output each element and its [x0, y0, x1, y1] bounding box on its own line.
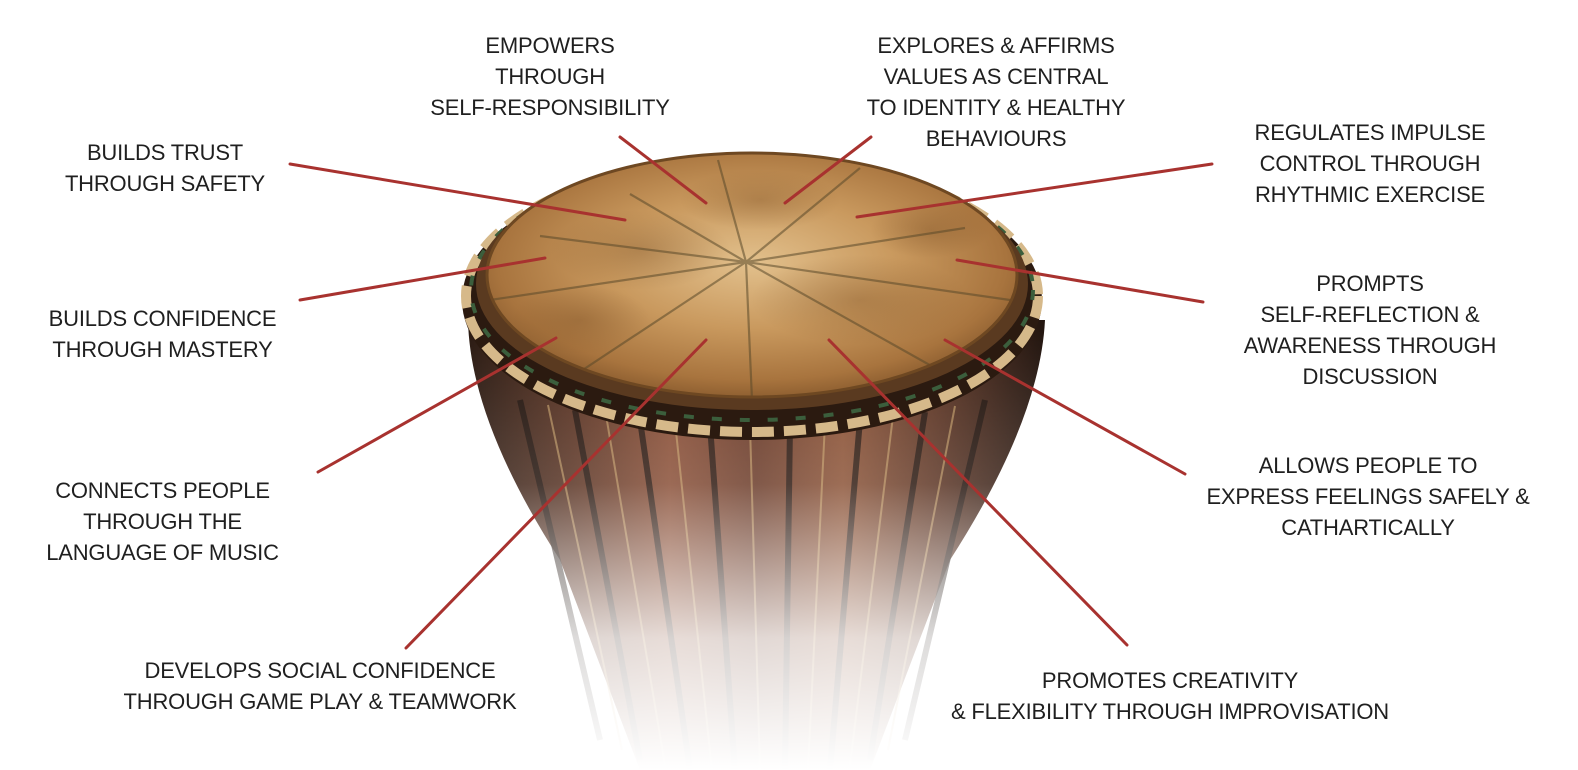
label-line: SELF-REFLECTION &: [1260, 302, 1480, 327]
label-line: AWARENESS THROUGH: [1243, 333, 1497, 358]
connector-explores-values: [783, 135, 873, 205]
label-line: BEHAVIOURS: [925, 126, 1067, 151]
label-develops-social: DEVELOPS SOCIAL CONFIDENCE THROUGH GAME P…: [90, 655, 550, 717]
label-line: CONNECTS PEOPLE: [55, 478, 270, 503]
connector-builds-trust: [288, 162, 627, 222]
label-promotes-creativity: PROMOTES CREATIVITY & FLEXIBILITY THROUGH…: [920, 665, 1420, 727]
label-line: SELF-RESPONSIBILITY: [430, 95, 670, 120]
label-line: DISCUSSION: [1302, 364, 1438, 389]
label-line: PROMOTES CREATIVITY: [1041, 668, 1299, 693]
connector-develops-social: [404, 338, 708, 650]
label-line: & FLEXIBILITY THROUGH IMPROVISATION: [951, 699, 1389, 724]
label-line: RHYTHMIC EXERCISE: [1254, 182, 1486, 207]
drum-head: [485, 151, 1019, 399]
label-explores-values: EXPLORES & AFFIRMS VALUES AS CENTRAL TO ID…: [826, 30, 1166, 154]
label-line: PROMPTS: [1316, 271, 1424, 296]
label-line: BUILDS CONFIDENCE: [48, 306, 277, 331]
label-line: EXPRESS FEELINGS SAFELY &: [1206, 484, 1530, 509]
connector-connects-people: [316, 336, 558, 474]
label-line: THROUGH SAFETY: [64, 171, 266, 196]
label-line: ALLOWS PEOPLE TO: [1258, 453, 1478, 478]
connector-regulates-impulse: [855, 162, 1214, 219]
label-line: REGULATES IMPULSE: [1254, 120, 1486, 145]
label-allows-feelings: ALLOWS PEOPLE TO EXPRESS FEELINGS SAFELY …: [1188, 450, 1548, 543]
label-builds-confidence: BUILDS CONFIDENCE THROUGH MASTERY: [20, 303, 305, 365]
label-line: CONTROL THROUGH: [1259, 151, 1481, 176]
label-connects-people: CONNECTS PEOPLE THROUGH THE LANGUAGE OF MU…: [20, 475, 305, 568]
label-line: THROUGH MASTERY: [52, 337, 273, 362]
label-line: VALUES AS CENTRAL: [883, 64, 1109, 89]
connector-allows-feelings: [943, 338, 1187, 476]
label-line: CATHARTICALLY: [1281, 515, 1455, 540]
label-line: EMPOWERS: [485, 33, 615, 58]
connector-empowers: [618, 135, 708, 205]
label-line: THROUGH: [495, 64, 605, 89]
label-line: THROUGH GAME PLAY & TEAMWORK: [123, 689, 517, 714]
connector-promotes-creativity: [827, 338, 1129, 647]
label-builds-trust: BUILDS TRUST THROUGH SAFETY: [30, 137, 300, 199]
label-regulates-impulse: REGULATES IMPULSE CONTROL THROUGH RHYTHMIC…: [1210, 117, 1530, 210]
label-empowers: EMPOWERS THROUGH SELF-RESPONSIBILITY: [380, 30, 720, 123]
label-line: THROUGH THE: [83, 509, 242, 534]
connector-builds-confidence: [298, 256, 547, 302]
connector-lines: [288, 135, 1214, 650]
label-prompts-reflection: PROMPTS SELF-REFLECTION & AWARENESS THROUG…: [1210, 268, 1530, 392]
label-line: TO IDENTITY & HEALTHY: [866, 95, 1126, 120]
label-line: DEVELOPS SOCIAL CONFIDENCE: [144, 658, 496, 683]
label-line: LANGUAGE OF MUSIC: [46, 540, 279, 565]
connector-prompts-reflection: [955, 258, 1205, 304]
label-line: EXPLORES & AFFIRMS: [877, 33, 1115, 58]
drum-body: [440, 320, 1080, 770]
label-line: BUILDS TRUST: [86, 140, 244, 165]
